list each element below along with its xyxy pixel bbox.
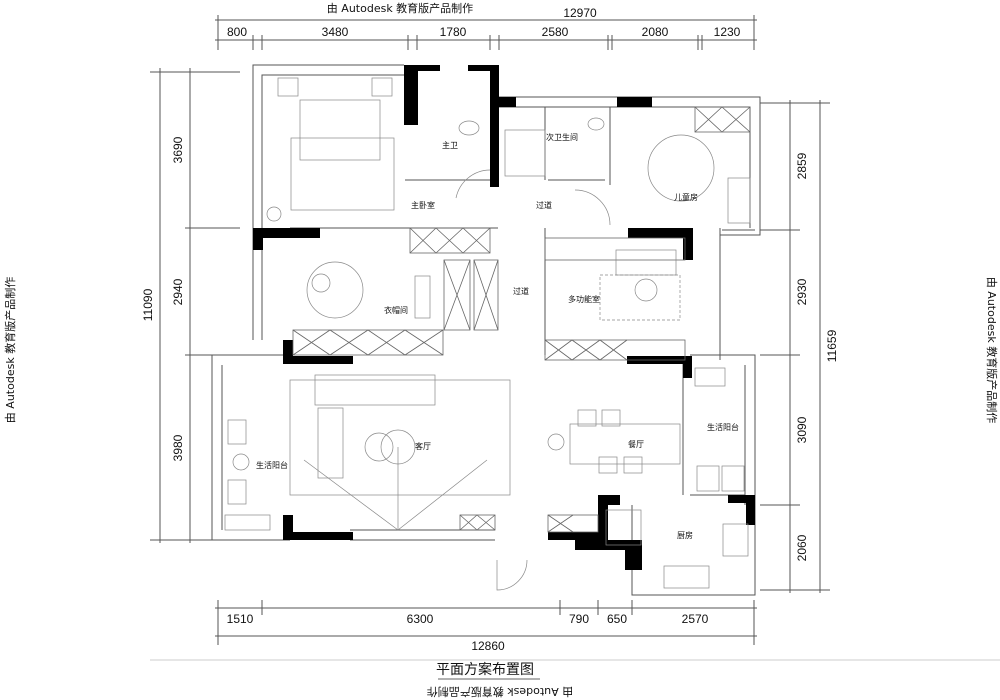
top-dim-6: 1230: [714, 25, 741, 39]
watermark-bottom: 由 Autodesk 教育版产品制作: [427, 685, 573, 699]
drawing-title: 平面方案布置图: [436, 661, 534, 678]
watermark-right: 由 Autodesk 教育版产品制作: [985, 277, 999, 423]
room-label-living-room: 客厅: [415, 441, 431, 451]
bottom-dim-2: 6300: [407, 612, 434, 626]
watermark-left: 由 Autodesk 教育版产品制作: [3, 277, 17, 423]
room-label-master-bath: 主卫: [442, 140, 458, 150]
top-dim-2: 3480: [322, 25, 349, 39]
top-total-dimension: 12970: [563, 6, 597, 20]
bottom-dim-3: 790: [569, 612, 589, 626]
room-label-closet: 衣帽间: [384, 305, 408, 315]
wardrobes: [292, 106, 751, 533]
right-dim-4: 2060: [795, 534, 809, 561]
bed: [299, 99, 381, 161]
right-dim-3: 3090: [795, 416, 809, 443]
left-dim-1: 3690: [171, 136, 185, 163]
room-label-master-bedroom: 主卧室: [411, 200, 435, 210]
furniture: [224, 77, 751, 591]
top-dimension-lines: [215, 15, 757, 50]
right-dim-2: 2930: [795, 278, 809, 305]
top-dim-5: 2080: [642, 25, 669, 39]
room-label-multi-room: 多功能室: [568, 294, 600, 304]
bottom-dim-1: 1510: [227, 612, 254, 626]
room-label-balcony-left: 生活阳台: [256, 460, 288, 470]
room-label-corridor-top: 过道: [536, 200, 552, 210]
top-dim-3: 1780: [440, 25, 467, 39]
watermark-top: 由 Autodesk 教育版产品制作: [327, 1, 473, 15]
top-dim-4: 2580: [542, 25, 569, 39]
left-dimension-lines: [150, 68, 240, 543]
room-label-kitchen: 厨房: [677, 530, 693, 540]
bottom-total-dimension: 12860: [471, 639, 505, 653]
room-label-kids-room: 儿童房: [674, 192, 698, 202]
left-total-dimension: 11090: [141, 288, 155, 321]
right-dim-1: 2859: [795, 152, 809, 179]
top-dim-1: 800: [227, 25, 247, 39]
room-label-dining-room: 餐厅: [628, 440, 644, 449]
bottom-dim-5: 2570: [682, 612, 709, 626]
bottom-dimension-lines: [150, 600, 1000, 661]
left-dim-2: 2940: [171, 278, 185, 305]
room-label-second-bath: 次卫生间: [546, 132, 578, 142]
room-label-corridor-mid: 过道: [513, 286, 529, 296]
left-dim-3: 3980: [171, 434, 185, 461]
rug: [290, 137, 395, 211]
room-label-balcony-right: 生活阳台: [707, 422, 739, 432]
bottom-dim-4: 650: [607, 612, 627, 626]
right-dimension-lines: [760, 100, 830, 593]
right-total-dimension: 11659: [825, 329, 839, 362]
